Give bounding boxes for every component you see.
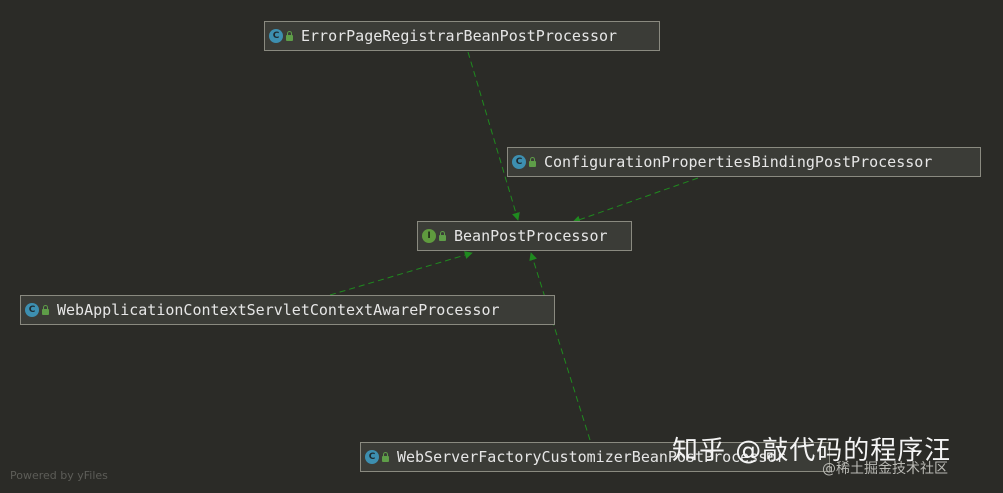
class-icon: C: [365, 450, 379, 464]
edge-errorpage-to-beanpost: [467, 51, 520, 221]
class-icon: C: [269, 29, 283, 43]
node-bean-post-processor[interactable]: I BeanPostProcessor: [417, 221, 632, 251]
class-icon: C: [25, 303, 39, 317]
node-web-application-context-servlet-context-aware-processor[interactable]: C WebApplicationContextServletContextAwa…: [20, 295, 555, 325]
interface-icon: I: [422, 229, 436, 243]
lock-icon: [439, 231, 446, 241]
lock-icon: [382, 452, 389, 462]
powered-by-label: Powered by yFiles: [10, 469, 108, 482]
lock-icon: [286, 31, 293, 41]
edge-webserver-to-beanpost: [529, 252, 591, 441]
node-error-page-registrar-bean-post-processor[interactable]: C ErrorPageRegistrarBeanPostProcessor: [264, 21, 660, 51]
lock-icon: [42, 305, 49, 315]
edge-webappctx-to-beanpost: [329, 251, 473, 296]
node-configuration-properties-binding-post-processor[interactable]: C ConfigurationPropertiesBindingPostProc…: [507, 147, 981, 177]
watermark-secondary: @稀土掘金技术社区: [822, 461, 948, 477]
node-label: ConfigurationPropertiesBindingPostProces…: [544, 153, 933, 171]
edge-configprops-to-beanpost: [572, 177, 699, 224]
class-icon: C: [512, 155, 526, 169]
watermark-text: 知乎 @敲代码的程序汪: [672, 436, 952, 466]
node-label: WebServerFactoryCustomizerBeanPostProces…: [397, 448, 786, 466]
lock-icon: [529, 157, 536, 167]
node-label: ErrorPageRegistrarBeanPostProcessor: [301, 27, 618, 45]
node-label: WebApplicationContextServletContextAware…: [57, 301, 500, 319]
node-label: BeanPostProcessor: [454, 227, 608, 245]
node-web-server-factory-customizer-bean-post-processor[interactable]: C WebServerFactoryCustomizerBeanPostProc…: [360, 442, 830, 472]
